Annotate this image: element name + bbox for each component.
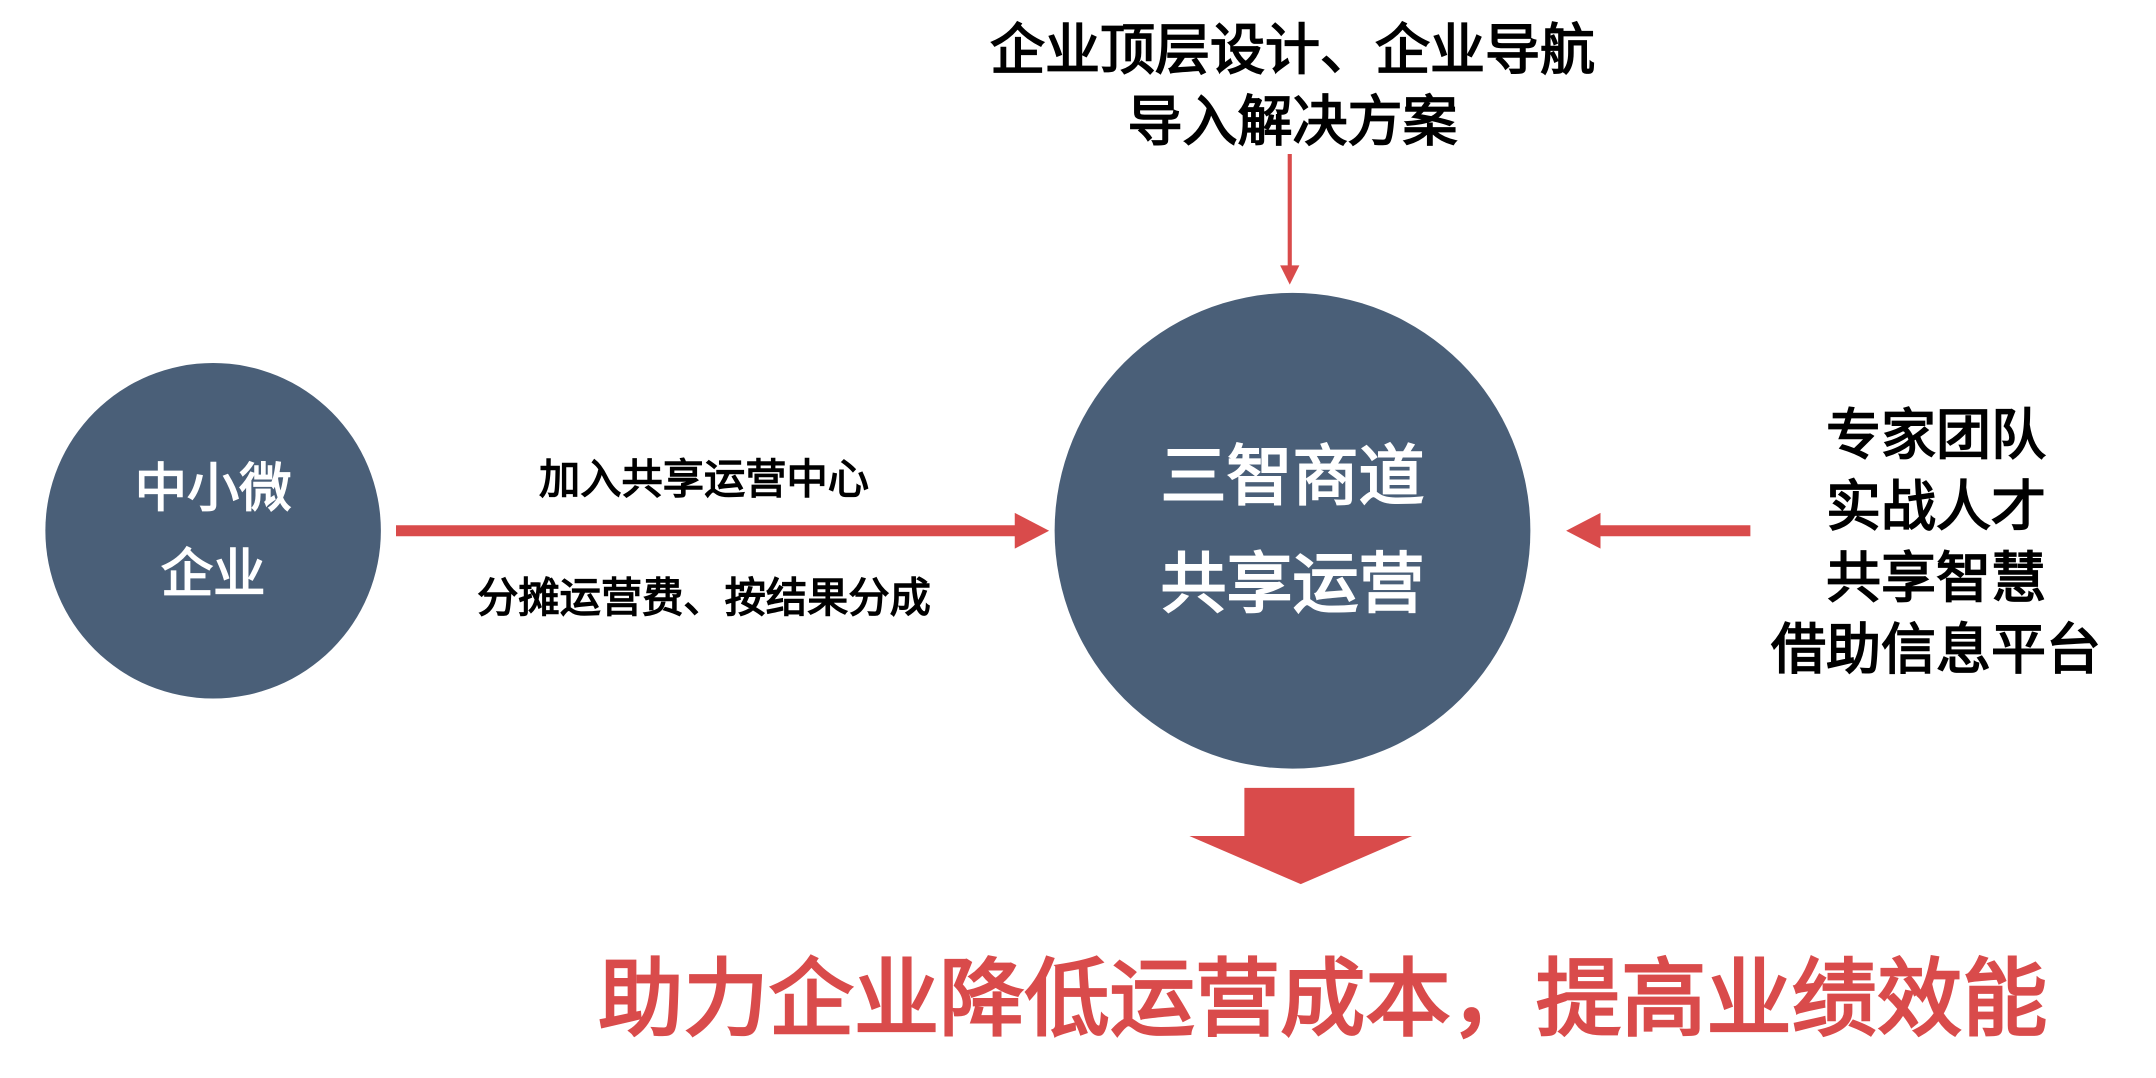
top-text-line2: 导入解决方案 — [1127, 90, 1458, 154]
arrow-label-below: 分摊运营费、按结果分成 — [477, 574, 931, 623]
down-arrow-top — [1280, 154, 1300, 285]
center-circle: 三智商道 共享运营 — [1054, 292, 1531, 769]
right-text-3: 共享智慧 — [1826, 547, 2046, 611]
top-text-line1: 企业顶层设计、企业导航 — [990, 19, 1595, 83]
right-text-1: 专家团队 — [1826, 404, 2046, 468]
block-down-arrow — [1189, 787, 1413, 885]
arrow-label-above: 加入共享运营中心 — [539, 456, 869, 505]
bottom-slogan: 助力企业降低运营成本，提高业绩效能 — [598, 948, 2048, 1050]
left-arrow-right — [1566, 512, 1751, 549]
center-circle-line2: 共享运营 — [1160, 545, 1425, 623]
left-circle: 中小微 企业 — [45, 363, 381, 699]
center-circle-line1: 三智商道 — [1160, 438, 1425, 516]
left-circle-line2: 企业 — [160, 543, 266, 604]
left-circle-line1: 中小微 — [134, 457, 292, 519]
right-text-4: 借助信息平台 — [1771, 618, 2101, 682]
right-arrow-left — [396, 512, 1050, 549]
right-text-2: 实战人才 — [1826, 475, 2046, 539]
